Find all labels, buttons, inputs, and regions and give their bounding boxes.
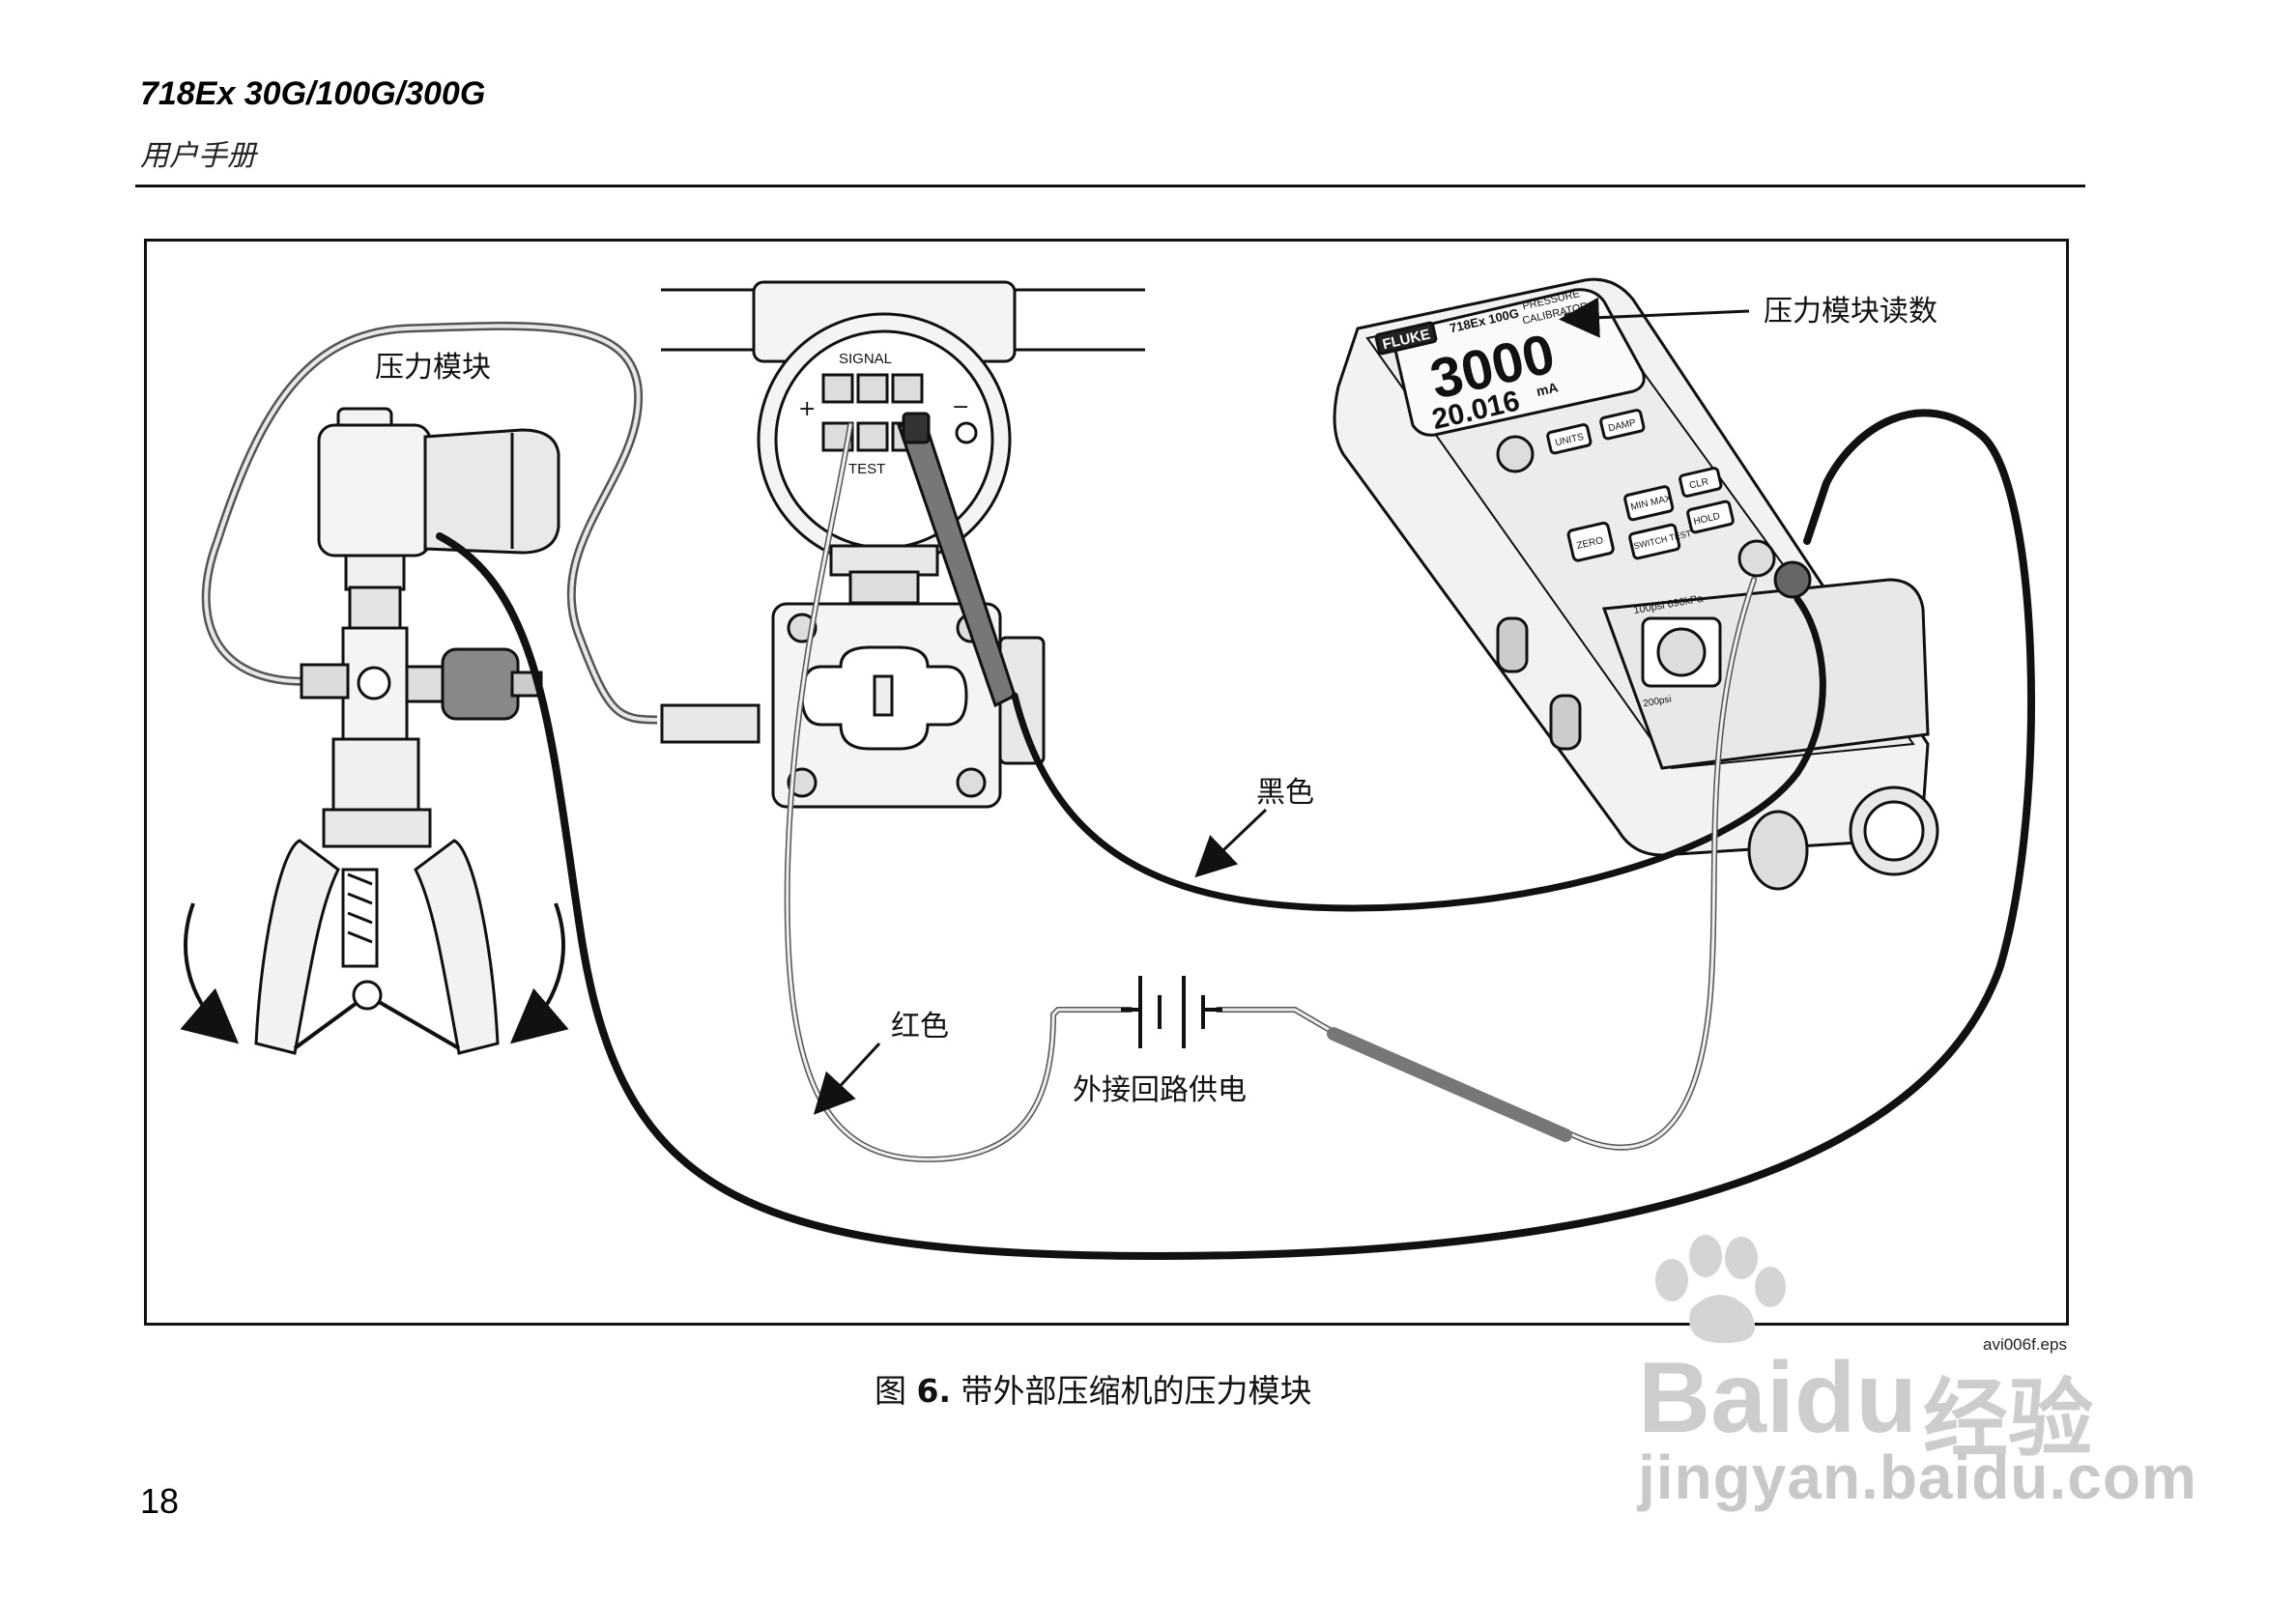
pressure-module [317,407,560,557]
watermark-brand: Baidu [1638,1342,1917,1454]
hand-pump [180,321,658,1055]
callout-arrows [813,297,1750,1115]
caption-prefix: 图 [875,1372,906,1410]
figure-file-name: avi006f.eps [1983,1335,2067,1354]
label-pressure-module: 压力模块 [375,351,491,385]
label-black-lead: 黑色 [1256,776,1314,810]
calibrator-keypad: UNITS DAMP CLR ZERO MIN MAX SWITCH TEST [1496,409,1735,562]
baidu-paw-watermark [1655,1235,1786,1343]
fluke-calibrator: FLUKE 718Ex 100G PRESSURE CALIBRATOR 300… [1333,277,1939,891]
caption-number: 6. [916,1372,952,1410]
watermark-cn: 经验 [1923,1369,2094,1469]
figure-caption: 图 6. 带外部压缩机的压力模块 [875,1365,1312,1412]
minus-sign: − [952,395,969,419]
wiring [436,409,2036,1261]
watermark-url: jingyan.baidu.com [1638,1443,2197,1512]
clr-button-label: CLR [1688,476,1709,491]
plus-sign: + [798,397,816,421]
figure-frame [144,239,2069,1326]
label-red-lead: 红色 [891,1010,949,1043]
page-number: 18 [140,1481,180,1521]
test-label: TEST [848,461,885,477]
manual-title: 718Ex 30G/100G/300G [140,75,486,112]
header-rule [135,185,2085,187]
signal-label: SIGNAL [839,351,892,367]
label-module-reading: 压力模块读数 [1764,295,1937,329]
external-battery [1121,976,1222,1048]
pressure-transmitter: SIGNAL TEST + − [660,280,1145,809]
caption-text: 带外部压缩机的压力模块 [961,1372,1312,1410]
secondary-unit: mA [1535,379,1560,399]
label-external-loop-power: 外接回路供电 [1073,1073,1247,1107]
port-label-2: 200psi [1643,694,1673,709]
manual-subtitle: 用户手册 [140,139,256,173]
